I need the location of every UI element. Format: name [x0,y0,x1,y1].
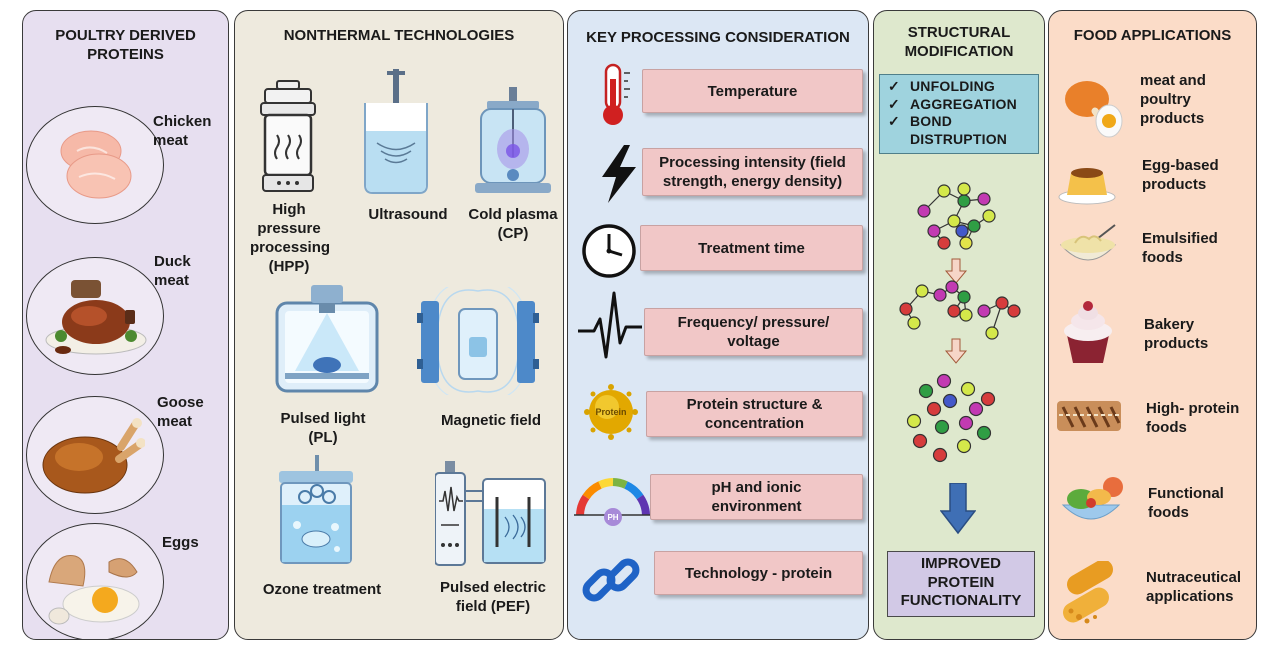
clock-icon [582,224,636,278]
app-label-meat: meat and poultry products [1140,72,1206,127]
key-item-temperature: Temperature [642,69,863,113]
capsule-icon [1063,561,1113,624]
eggs-icon [48,555,140,625]
dispersed-protein-residues [906,373,996,463]
tech-label-hpp: High pressure processing (HPP) [250,201,331,275]
poultry-label-chicken: Chicken meat [153,113,212,149]
tech-label-pulsed-light: Pulsed light (PL) [280,410,366,446]
key-label-temperature: Temperature [707,82,798,100]
pulsed-light-icon [275,285,379,393]
ultrasound-beaker-icon [364,69,428,194]
salad-bowl-icon [1061,477,1123,520]
ph-gauge-icon: PH [574,478,652,526]
poultry-label-goose: Goose meat [157,394,204,430]
chicken-circle [26,106,164,224]
tech-label-cold-plasma: Cold plasma (CP) [468,206,558,242]
key-item-intensity: Processing intensity (field strength, en… [642,148,863,196]
structural-checklist: ✓UNFOLDING ✓AGGREGATION ✓BOND DISTRUPTIO… [879,74,1039,154]
duck-circle [26,257,164,375]
ph-gauge-text: PH [607,513,618,522]
emulsion-bowl-icon [1059,224,1117,261]
app-label-emulsified: Emulsified foods [1142,230,1218,266]
key-panel-title: KEY PROCESSING CONSIDERATION [586,29,850,46]
pulse-icon [578,291,642,359]
poultry-label-eggs: Eggs [162,534,199,551]
check-unfolding: ✓UNFOLDING [888,78,996,94]
tech-label-pef: Pulsed electric field (PEF) [440,579,546,615]
key-item-technology: Technology - protein [654,551,863,595]
applications-panel: FOOD APPLICATIONS meat and poultry produ… [1048,10,1257,640]
folded-protein-cluster [917,182,996,250]
key-label-ph: pH and ionic environment [711,479,802,515]
tech-label-ultrasound: Ultrasound [368,206,448,223]
poultry-panel: POULTRY DERIVED PROTEINS Chicken meat Du… [22,10,229,640]
key-item-frequency: Frequency/ pressure/ voltage [644,308,863,356]
unfolded-protein-chain [899,280,1021,340]
tech-label-ozone: Ozone treatment [262,581,382,598]
magnetic-field-icon [417,287,539,395]
pef-device-icon [435,461,546,566]
app-label-high-protein: High- protein foods [1146,400,1240,436]
protein-orb-text: Protein [595,407,626,417]
key-label-protein: Protein structure & concentration [686,396,823,432]
key-label-technology: Technology - protein [684,564,833,582]
goose-circle [26,396,164,514]
check-bond-disruption: ✓BOND DISTRUPTION [888,113,1008,147]
chicken-meat-icon [60,130,132,199]
chain-link-icon [582,558,640,602]
key-item-time: Treatment time [640,225,863,271]
ozone-tank-icon [279,455,353,564]
drumstick-egg-icon [1065,81,1123,138]
cupcake-icon [1064,301,1112,363]
nonthermal-panel-title: NONTHERMAL TECHNOLOGIES [283,27,515,44]
structural-panel: STRUCTURAL MODIFICATION ✓UNFOLDING ✓AGGR… [873,10,1045,640]
key-item-ph: pH and ionic environment [650,474,863,520]
lightning-icon [602,145,636,203]
goose-meat-icon [42,418,145,494]
protein-orb-icon: Protein [584,384,638,440]
protein-bar-icon [1057,401,1121,431]
app-label-functional: Functional foods [1148,485,1224,521]
thermometer-icon [603,63,630,125]
key-item-protein: Protein structure & concentration [646,391,863,437]
applications-panel-title: FOOD APPLICATIONS [1073,27,1232,44]
app-label-nutraceutical: Nutraceutical applications [1146,569,1242,605]
structural-panel-title: STRUCTURAL MODIFICATION [904,24,1014,60]
check-aggregation: ✓AGGREGATION [888,95,1017,112]
nonthermal-panel: NONTHERMAL TECHNOLOGIES High pressure pr… [234,10,564,640]
duck-meat-icon [45,280,147,355]
cold-plasma-icon [475,87,551,193]
poultry-panel-title: POULTRY DERIVED PROTEINS [55,27,196,63]
eggs-circle [26,523,164,639]
tech-label-magnetic-field: Magnetic field [440,412,541,429]
protein-structure-diagram [899,182,1021,463]
app-label-egg: Egg-based products [1142,157,1219,193]
app-label-bakery: Bakery products [1144,316,1209,352]
poultry-label-duck: Duck meat [154,253,191,289]
key-label-time: Treatment time [698,239,805,257]
pudding-icon [1058,168,1116,205]
key-label-frequency: Frequency/ pressure/ voltage [677,314,830,350]
down-arrow-icon [940,483,976,535]
key-label-intensity: Processing intensity (field strength, en… [659,154,846,190]
improved-functionality-box: IMPROVED PROTEIN FUNCTIONALITY [887,551,1035,617]
hpp-vessel-icon [260,80,316,192]
key-panel: KEY PROCESSING CONSIDERATION Temperature… [567,10,869,640]
